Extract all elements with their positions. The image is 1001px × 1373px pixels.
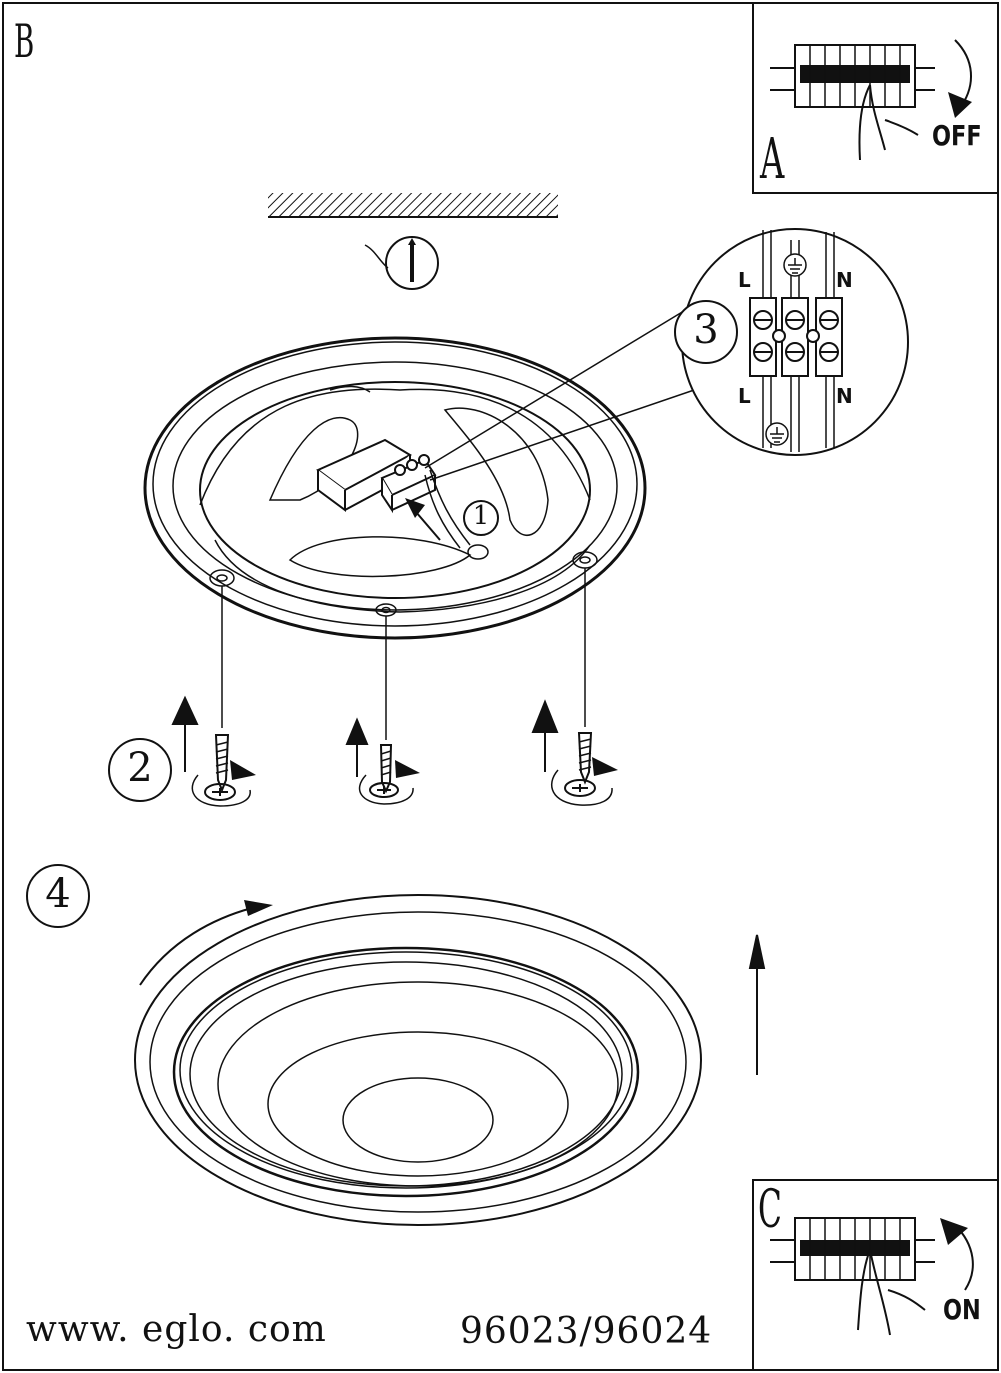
fixing-screws: [191, 568, 613, 807]
step-3-number: 3: [693, 307, 719, 353]
circuit-breaker-icon: [770, 1217, 935, 1281]
up-arrow-icon: [171, 695, 199, 772]
lamp-diffuser: [134, 894, 702, 1226]
step-1-circle: [463, 500, 499, 536]
switch-off-panel: [752, 2, 999, 194]
switch-on-panel: [752, 1179, 999, 1371]
terminal-block: [380, 454, 437, 514]
website-url: www. eglo. com: [26, 1309, 327, 1350]
terminal-neutral-bottom: N: [836, 384, 853, 408]
step-1-number: 1: [472, 501, 490, 531]
terminal-live-bottom: L: [738, 384, 751, 408]
step-2-number: 2: [127, 745, 153, 791]
turn-arrow-icon: [592, 757, 618, 776]
up-arrow-icon: [531, 699, 559, 772]
mounting-holes: [209, 551, 598, 617]
lamp-base: [143, 336, 647, 640]
step-3-circle: [674, 300, 738, 364]
up-arrow-icon: [748, 934, 766, 1075]
model-number: 96023/96024: [460, 1311, 713, 1352]
earth-ground-icon: [783, 253, 807, 277]
turn-arrow-icon: [230, 760, 256, 780]
wall-plug-icon: [364, 236, 439, 290]
panel-label-b: B: [14, 14, 35, 68]
hand-icon: [858, 84, 919, 161]
rotate-arrow-icon: [139, 907, 253, 986]
screw-icon: [191, 734, 251, 807]
terminal-live-top: L: [738, 268, 751, 292]
switch-on-label: ON: [943, 1293, 981, 1326]
panel-label-c: C: [758, 1180, 782, 1240]
terminal-neutral-top: N: [836, 268, 853, 292]
step-4-number: 4: [45, 871, 71, 917]
screw-icon: [358, 744, 414, 805]
rotate-arrow-icon: [954, 39, 973, 106]
step-2-circle: [108, 738, 172, 802]
hand-icon: [857, 1249, 926, 1336]
screw-icon: [550, 732, 613, 806]
switch-off-label: OFF: [932, 119, 982, 152]
ceiling-hatch: [268, 193, 558, 217]
panel-label-a: A: [760, 127, 785, 192]
insert-cable-arrow-icon: [405, 498, 425, 518]
turn-arrow-icon: [395, 760, 420, 778]
earth-ground-icon: [765, 422, 789, 446]
terminal-detail: [681, 228, 909, 456]
up-arrow-icon: [345, 717, 369, 777]
circuit-breaker-icon: [770, 44, 935, 108]
step-4-circle: [26, 864, 90, 928]
terminal-connectors: [749, 297, 843, 377]
